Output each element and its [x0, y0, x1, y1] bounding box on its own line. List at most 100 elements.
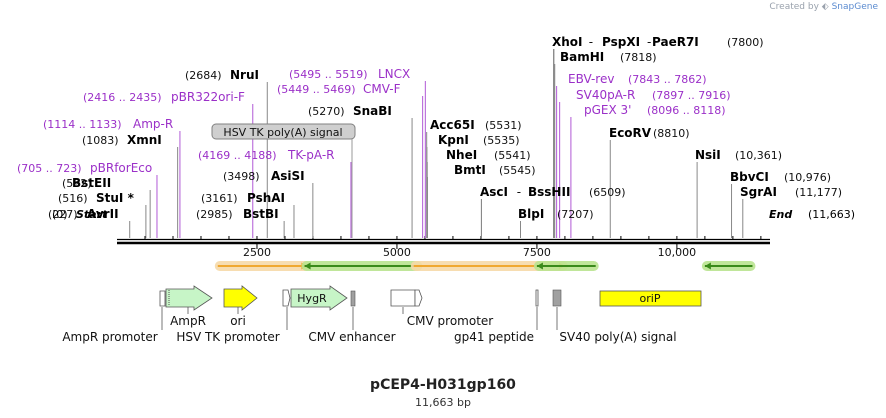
feature-gp41-peptide[interactable] [535, 289, 539, 307]
site-name: NruI [230, 68, 259, 82]
feature-hsv-tk-polya[interactable] [350, 290, 356, 307]
label-hsv-tk-promoter: HSV TK promoter [176, 330, 279, 344]
plasmid-name: pCEP4-H031gp160 [370, 377, 516, 393]
site-name: BamHI [560, 50, 604, 64]
site-blpi[interactable]: (7207)BlpI [518, 207, 594, 221]
site-nhei[interactable]: (5541)NheI [446, 148, 531, 162]
site-name: BstBI [243, 207, 279, 221]
site-nsii[interactable]: (10,361)NsiI [695, 148, 782, 162]
site-position: (5270) [308, 105, 345, 118]
site-sgrai[interactable]: (11,177) SgrAI [740, 185, 842, 199]
site-tk-pa-r[interactable]: (4169 .. 4188)TK-pA-R [198, 148, 335, 162]
site-pbr322ori-f[interactable]: (2416 .. 2435)pBR322ori-F [83, 90, 245, 104]
site-name: StuI * [96, 191, 135, 205]
site-snabi[interactable]: (5270)SnaBI [308, 104, 392, 118]
site-asisi[interactable]: (3498)AsiSI [223, 169, 305, 183]
site-name: pBR322ori-F [171, 90, 245, 104]
site-position: (5495 .. 5519) [289, 68, 368, 81]
feature-ampr-gene[interactable] [165, 285, 213, 311]
start-label: Start [76, 208, 108, 221]
label-ampr-promoter: AmpR promoter [62, 330, 157, 344]
site-pbrforeco[interactable]: (705 .. 723)pBRforEco [17, 161, 152, 175]
snapgene-brand: SnapGene [831, 2, 878, 12]
site-position: (7818) [620, 51, 657, 64]
site-xhoi[interactable]: XhoI- [552, 35, 593, 49]
feature-orip[interactable]: oriP [599, 290, 702, 307]
site-sv40pa-r[interactable]: (7897 .. 7916)SV40pA-R [576, 88, 731, 102]
site-bstbi[interactable]: (2985) BstBI [196, 207, 279, 221]
site-paer7i[interactable]: (7800)PaeR7I [652, 35, 764, 49]
site-bbvci[interactable]: (10,976) BbvCI [730, 170, 831, 184]
site-bsshii[interactable]: (6509) BssHII [528, 185, 626, 199]
site-name: SgrAI [740, 185, 777, 199]
site-position: (3161) [201, 192, 238, 205]
site-nrui[interactable]: (2684)NruI [185, 68, 259, 82]
feature-ampr-promoter[interactable] [159, 290, 166, 307]
feature-cmv-enhancer[interactable] [390, 289, 416, 307]
end-label: End [769, 208, 792, 221]
site-pgex-3-[interactable]: (8096 .. 8118)pGEX 3' [584, 103, 726, 117]
hsv-tk-polya-label-box[interactable]: HSV TK poly(A) signal [211, 123, 356, 238]
site-stui-[interactable]: (516)StuI * [58, 191, 135, 205]
site-name: NheI [446, 148, 477, 162]
feature-hygr-gene[interactable]: HygR [290, 285, 348, 311]
site-xmni[interactable]: (1083) XmnI [82, 133, 162, 147]
site-lines [129, 49, 744, 238]
feature-connectors [161, 307, 558, 330]
orf-arrow[interactable] [701, 261, 756, 271]
orf-arrow[interactable] [214, 261, 311, 271]
site-name: KpnI [438, 133, 469, 147]
site-pshai[interactable]: (3161)PshAI [201, 191, 285, 205]
site-position: (5531) [485, 119, 522, 132]
site-lncx[interactable]: (5495 .. 5519)LNCX [289, 67, 410, 81]
site-amp-r[interactable]: (1114 .. 1133)Amp-R [43, 117, 173, 131]
site-position: (6509) [589, 186, 626, 199]
site-name: AscI [480, 185, 508, 199]
site-bmti[interactable]: (5545)BmtI [454, 163, 536, 177]
feature-ori[interactable] [223, 285, 258, 311]
orf-arrow[interactable] [301, 261, 423, 271]
site-name: Acc65I [430, 118, 475, 132]
site-cmv-f[interactable]: (5449 .. 5469) CMV-F [277, 82, 401, 96]
feature-hsv-tk-promoter[interactable] [282, 289, 291, 307]
site-position: (5535) [483, 134, 520, 147]
site-name: BssHII [528, 185, 570, 199]
site-name: BbvCI [730, 170, 769, 184]
site-position: (5449 .. 5469) [277, 83, 356, 96]
end-marker: End (11,663) [769, 208, 855, 221]
site-bsteii[interactable]: (592)BstEII [62, 176, 111, 190]
site-name: PspXI [602, 35, 640, 49]
created-by-text: Created by [769, 2, 819, 12]
site-position: (2985) [196, 208, 233, 221]
site-name: CMV-F [363, 82, 401, 96]
ruler-tick-label: 7500 [523, 246, 551, 259]
feature-sv40-polya[interactable] [552, 289, 562, 307]
site-position: (11,177) [795, 186, 842, 199]
feature-track: HygR oriP [62, 285, 702, 344]
ruler-tick-label: 2500 [243, 246, 271, 259]
site-position: (7207) [557, 208, 594, 221]
site-position: (7800) [727, 36, 764, 49]
site-position: (3498) [223, 170, 260, 183]
site-kpni[interactable]: (5535) KpnI [438, 133, 520, 147]
branding: Created by ⬖ SnapGene [769, 2, 878, 12]
site-name: NsiI [695, 148, 721, 162]
site-bamhi[interactable]: (7818) BamHI [560, 50, 657, 64]
site-pspxi[interactable]: PspXI- [602, 35, 651, 49]
feature-cmv-promoter[interactable] [414, 289, 423, 307]
site-ecorv[interactable]: (8810)EcoRV [609, 126, 690, 140]
site-position: (1083) [82, 134, 119, 147]
site-position: (227) [48, 208, 78, 221]
site-ebv-rev[interactable]: (7843 .. 7862)EBV-rev [568, 72, 707, 86]
site-name: EBV-rev [568, 72, 614, 86]
site-name: XmnI [127, 133, 162, 147]
site-separator: - [589, 35, 593, 49]
site-avrii[interactable]: (227)AvrII [48, 207, 119, 221]
orf-arrow[interactable] [533, 261, 599, 271]
plasmid-size: 11,663 bp [415, 396, 471, 409]
site-asci[interactable]: AscI- [480, 185, 521, 199]
site-position: (10,976) [784, 171, 831, 184]
site-position: (7897 .. 7916) [652, 89, 731, 102]
ruler-tick-label: 10,000 [658, 246, 697, 259]
site-acc65i[interactable]: (5531) Acc65I [430, 118, 522, 132]
